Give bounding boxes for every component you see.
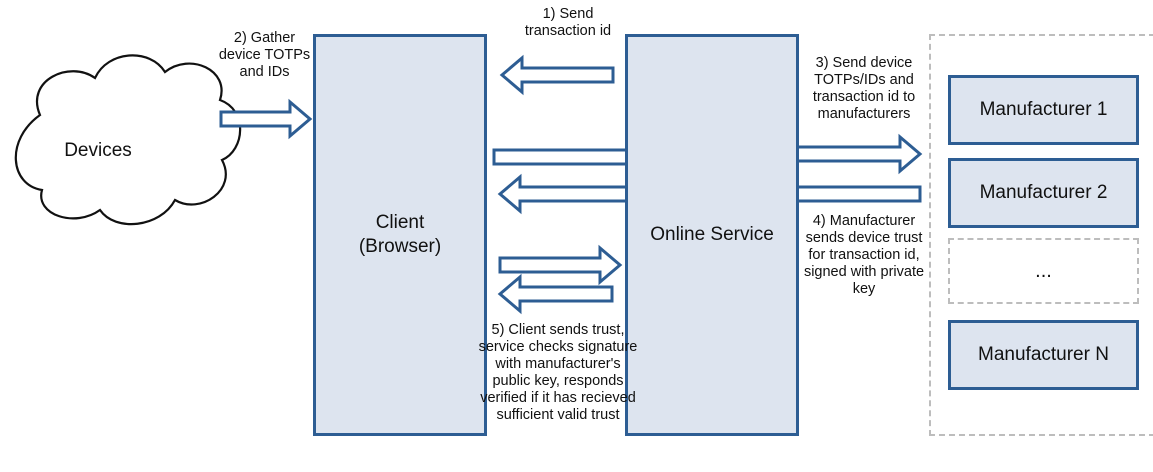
client-box: Client (Browser) — [313, 34, 487, 436]
client-label: Client (Browser) — [358, 212, 442, 257]
manufacturers-container — [929, 34, 1153, 436]
step-5-note: 5) Client sends trust, service checks si… — [478, 322, 638, 423]
manufacturer-2-label: Manufacturer 2 — [979, 182, 1108, 203]
arrow-client-sends-trust — [498, 244, 623, 286]
online-service-label: Online Service — [650, 224, 774, 245]
arrow-client-to-service-a — [492, 148, 630, 166]
arrow-service-responds-verified — [497, 273, 614, 315]
online-service-box: Online Service — [625, 34, 799, 436]
arrow-service-to-client-a — [497, 173, 630, 215]
step-3-note: 3) Send device TOTPs/IDs and transaction… — [812, 55, 916, 122]
manufacturer-1-label: Manufacturer 1 — [979, 99, 1108, 120]
manufacturer-n-box: Manufacturer N — [948, 320, 1139, 390]
ellipsis-label: ... — [1035, 259, 1052, 282]
step-2-note: 2) Gather device TOTPs and IDs — [218, 30, 311, 80]
manufacturer-ellipsis-box: ... — [948, 238, 1139, 304]
arrow-devices-to-client — [219, 98, 313, 140]
step-1-note: 1) Send transaction id — [524, 6, 612, 39]
arrow-send-transaction-id — [499, 54, 615, 96]
step-4-note: 4) Manufacturer sends device trust for t… — [803, 213, 925, 297]
arrow-manufacturers-to-service — [795, 185, 922, 203]
arrow-service-to-manufacturers — [795, 133, 923, 175]
devices-label: Devices — [64, 140, 132, 161]
manufacturer-2-box: Manufacturer 2 — [948, 158, 1139, 228]
manufacturer-n-label: Manufacturer N — [978, 344, 1109, 365]
devices-cloud — [14, 54, 242, 226]
manufacturer-1-box: Manufacturer 1 — [948, 75, 1139, 145]
